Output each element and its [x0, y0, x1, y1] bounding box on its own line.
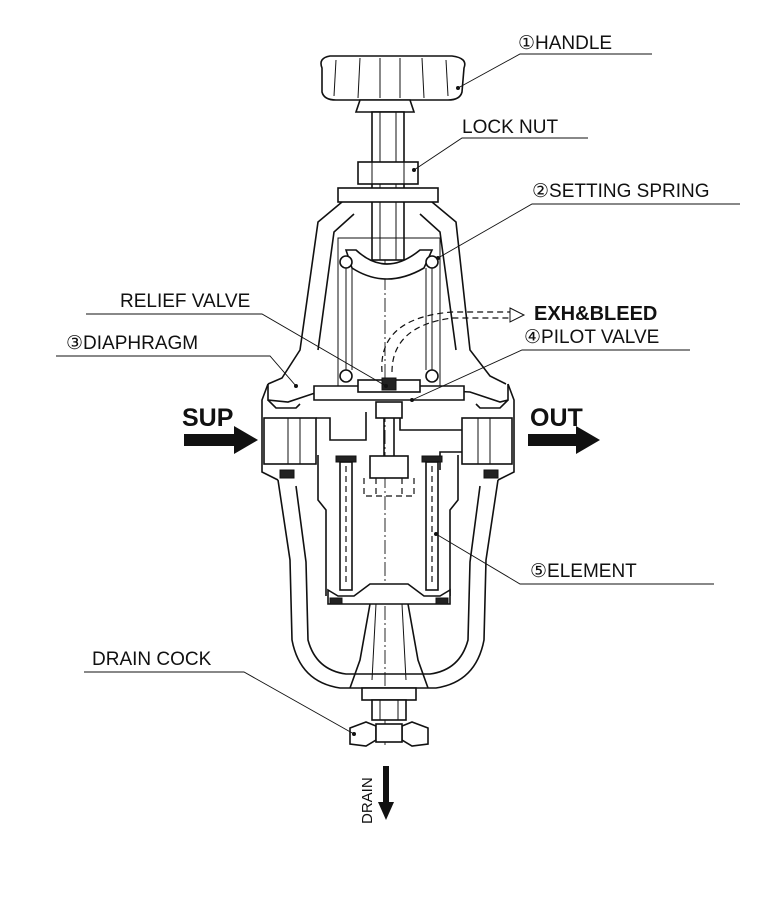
drain-cock-part [349, 687, 429, 747]
drain-label: DRAIN [359, 777, 376, 824]
setting-spring-part [339, 255, 439, 383]
drain-cock-label: DRAIN COCK [92, 649, 212, 670]
pilot-valve-label: ④PILOT VALVE [524, 327, 659, 348]
adjusting-stem [371, 111, 405, 261]
pilot-valve-part [363, 401, 415, 497]
bonnet [267, 201, 507, 389]
out-arrow-icon [528, 426, 600, 454]
exh-bleed-label: EXH&BLEED [534, 303, 657, 325]
leader-lines [56, 53, 740, 736]
diaphragm-label: ③DIAPHRAGM [66, 333, 198, 354]
exhaust-path [381, 307, 526, 373]
out-label: OUT [530, 404, 583, 432]
valve-body [261, 383, 515, 481]
lock-nut-label: LOCK NUT [462, 117, 558, 138]
relief-valve-label: RELIEF VALVE [120, 291, 250, 312]
diaphragm-assembly [267, 377, 509, 409]
bowl-baffle [349, 603, 429, 689]
setting-spring-label: ②SETTING SPRING [532, 181, 710, 202]
handle-label: ①HANDLE [518, 33, 612, 54]
filter-element-part [327, 455, 451, 605]
sup-label: SUP [182, 404, 233, 432]
bowl [277, 455, 499, 689]
upper-spring-seat [344, 249, 434, 280]
handle-part [320, 55, 466, 113]
lock-nut-part [337, 161, 439, 203]
sup-arrow-icon [184, 426, 258, 454]
element-label: ⑤ELEMENT [530, 561, 637, 582]
drain-arrow-icon [378, 766, 394, 820]
